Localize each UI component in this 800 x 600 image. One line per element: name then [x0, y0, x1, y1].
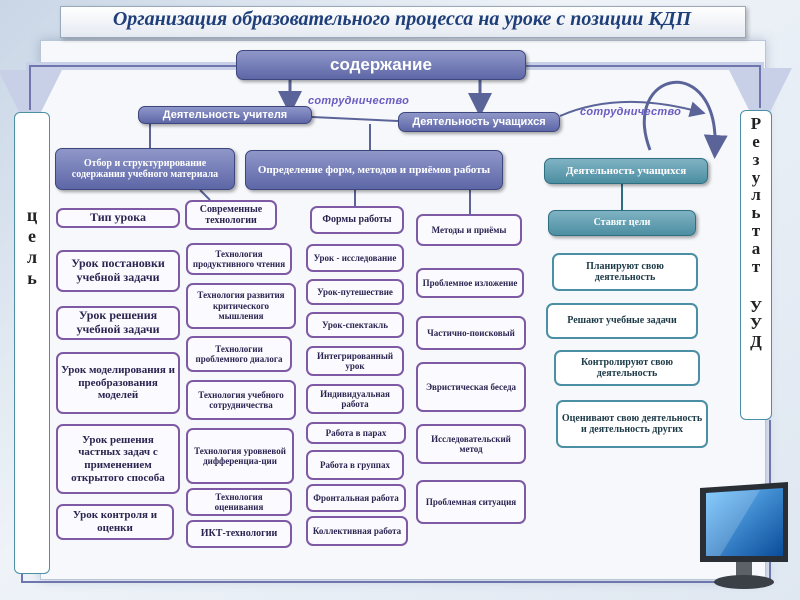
method-item: Проблемная ситуация: [416, 480, 526, 524]
lesson-type-item: Урок моделирования и преобразования моде…: [56, 352, 180, 414]
col2-header: Определение форм, методов и приёмов рабо…: [245, 150, 503, 190]
form-item: Работа в группах: [306, 450, 404, 480]
lesson-type-header: Тип урока: [56, 208, 180, 228]
goal-letter: ц: [26, 205, 38, 225]
result-column: Р е з у л ь т а т У У Д: [740, 110, 772, 420]
goal-letter: е: [28, 226, 36, 246]
form-item: Работа в парах: [306, 422, 406, 444]
method-item: Исследовательский метод: [416, 424, 526, 464]
students-activity: Деятельность учащихся: [398, 112, 560, 132]
goal-letter: л: [26, 247, 38, 267]
result-letter: Д: [750, 332, 762, 352]
form-item: Индивидуальная работа: [306, 384, 404, 414]
result-letter: л: [751, 185, 761, 205]
lesson-type-item: Урок контроля и оценки: [56, 504, 174, 540]
result-letter: з: [752, 149, 760, 169]
result-letter: т: [751, 221, 761, 241]
technologies-header: Современные технологии: [185, 200, 277, 230]
student-action-item: Планируют свою деятельность: [552, 253, 698, 291]
form-item: Урок-спектакль: [306, 312, 404, 338]
result-letter: У: [749, 314, 763, 334]
col3-header: Деятельность учащихся: [544, 158, 708, 184]
cooperation-label: сотрудничество: [308, 95, 410, 107]
goal-letter: ь: [27, 268, 37, 288]
technology-item: Технология учебного сотрудничества: [186, 380, 296, 420]
result-letter: ь: [751, 203, 761, 223]
form-item: Интегрированный урок: [306, 346, 404, 376]
student-action-item: Решают учебные задачи: [546, 303, 698, 339]
student-action-item: Ставят цели: [548, 210, 696, 236]
student-action-item: Контролируют свою деятельность: [554, 350, 700, 386]
methods-header: Методы и приёмы: [416, 214, 522, 246]
technology-item: Технология развития критического мышлени…: [186, 283, 296, 329]
result-letter: е: [752, 131, 760, 151]
lesson-type-item: Урок постановки учебной задачи: [56, 250, 180, 292]
method-item: Эвристическая беседа: [416, 362, 526, 412]
technology-item: Технология продуктивного чтения: [186, 243, 292, 275]
technology-item: Технология уровневой дифференциа-ции: [186, 428, 294, 484]
teacher-activity: Деятельность учителя: [138, 106, 312, 124]
col1-header: Отбор и структурирование содержания учеб…: [55, 148, 235, 190]
method-item: Частично-поисковый: [416, 316, 526, 350]
method-item: Проблемное изложение: [416, 268, 524, 298]
form-item: Урок - исследование: [306, 244, 404, 272]
form-item: Коллективная работа: [306, 516, 408, 546]
result-letter: у: [751, 167, 761, 187]
form-item: Фронтальная работа: [306, 484, 406, 512]
result-letter: т: [751, 256, 761, 276]
result-letter: У: [749, 296, 763, 316]
student-action-item: Оценивают свою деятельность и деятельнос…: [556, 400, 708, 448]
result-letter: Р: [750, 114, 762, 133]
page-title: Организация образовательного процесса на…: [112, 8, 692, 30]
lesson-type-item: Урок решения учебной задачи: [56, 306, 180, 340]
title-bar: [60, 6, 746, 38]
cooperation-label: сотрудничество: [580, 106, 682, 118]
form-item: Урок-путешествие: [306, 279, 404, 305]
technology-item: ИКТ-технологии: [186, 520, 292, 548]
goal-column: ц е л ь: [14, 112, 50, 574]
result-letter: а: [751, 238, 761, 258]
lesson-type-item: Урок решения частных задач с применением…: [56, 424, 180, 494]
computer-monitor-icon: [700, 482, 788, 589]
forms-header: Формы работы: [310, 206, 404, 234]
technology-item: Технологии проблемного диалога: [186, 336, 292, 372]
technology-item: Технология оценивания: [186, 488, 292, 516]
content-box: содержание: [236, 50, 526, 80]
